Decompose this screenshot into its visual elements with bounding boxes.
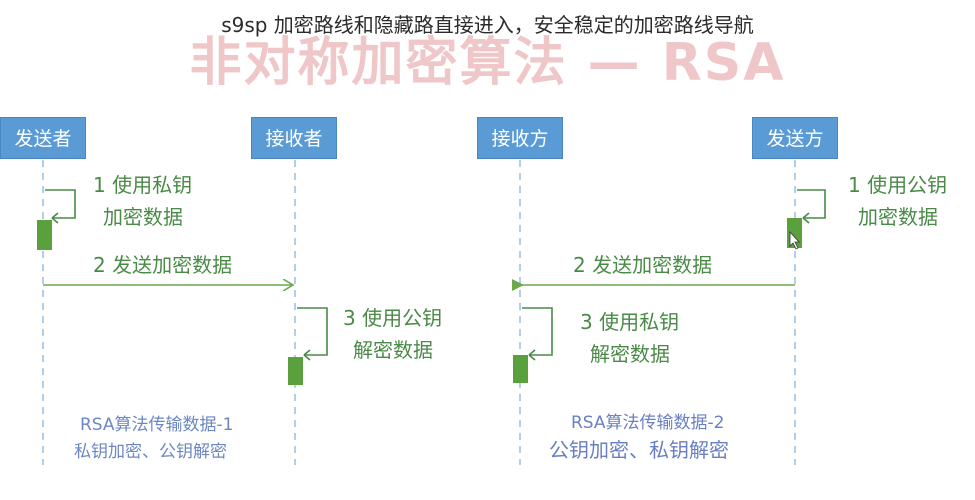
self-call-left-3 [297, 307, 328, 356]
activation-bar-left-sender [37, 220, 52, 250]
step-1-line-1: 1 使用公钥 [848, 173, 948, 197]
self-call-right-3 [522, 307, 553, 356]
step-3-label-right: 3 使用私钥 解密数据 [580, 306, 679, 370]
actor-receiver-right: 接收方 [477, 117, 563, 159]
caption-left-line-1: RSA算法传输数据-1 [80, 415, 234, 435]
page-title: s9sp 加密路线和隐藏路直接进入，安全稳定的加密路线导航 [221, 13, 754, 37]
step-3-line-1: 3 使用公钥 [343, 306, 443, 330]
background-title: 非对称加密算法 — RSA [189, 33, 786, 93]
caption-right-line-1: RSA算法传输数据-2 [571, 413, 725, 433]
step-3-label-left: 3 使用公钥 解密数据 [343, 302, 442, 366]
caption-left-line-2: 私钥加密、公钥解密 [74, 442, 227, 462]
self-call-right-1 [797, 189, 826, 219]
step-1-label-left: 1 使用私钥 加密数据 [93, 169, 192, 233]
actor-receiver-left: 接收者 [251, 117, 337, 159]
activation-bar-right-receiver [513, 355, 528, 383]
self-call-left-1 [45, 189, 76, 219]
activation-bar-left-receiver [288, 357, 303, 385]
step-2-label-left: 2 发送加密数据 [93, 253, 233, 277]
step-3-line-2: 解密数据 [590, 342, 670, 366]
mouse-cursor-icon [789, 230, 800, 250]
actor-sender-left: 发送者 [0, 117, 86, 159]
step-2-label-right: 2 发送加密数据 [573, 253, 713, 277]
step-1-line-2: 加密数据 [858, 205, 938, 229]
step-3-line-2: 解密数据 [353, 338, 433, 362]
step-1-label-right: 1 使用公钥 加密数据 [848, 169, 947, 233]
step-1-line-1: 1 使用私钥 [93, 173, 193, 197]
step-3-line-1: 3 使用私钥 [580, 310, 680, 334]
actor-sender-right: 发送方 [752, 117, 838, 159]
caption-right-line-2: 公钥加密、私钥解密 [549, 438, 729, 462]
caption-left: RSA算法传输数据-1 私钥加密、公钥解密 [74, 412, 234, 466]
caption-right: RSA算法传输数据-2 公钥加密、私钥解密 [549, 410, 729, 464]
step-1-line-2: 加密数据 [103, 205, 183, 229]
